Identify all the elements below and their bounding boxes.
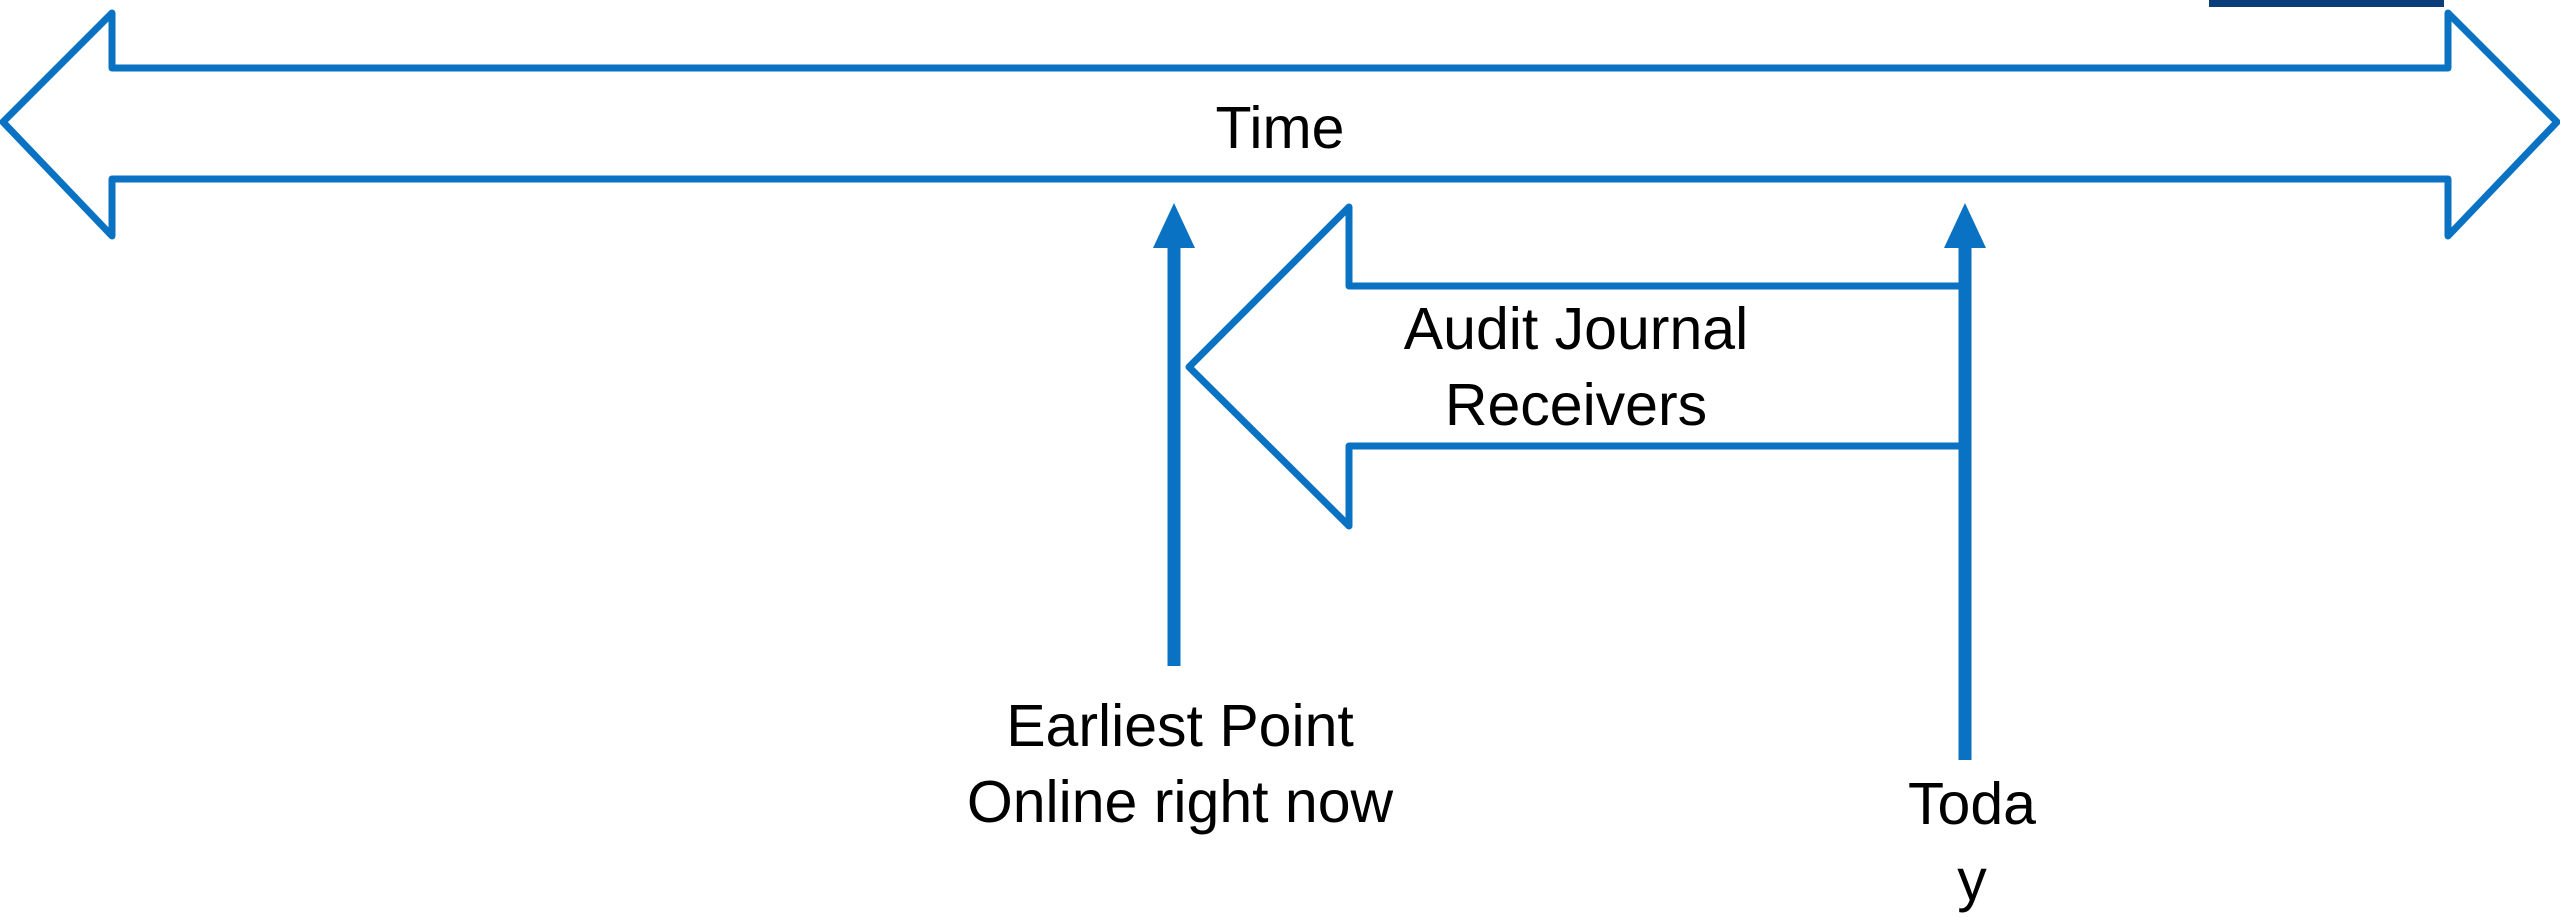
corner-image-edge bbox=[2209, 0, 2444, 7]
audit-label-line-1: Audit Journal bbox=[1403, 296, 1749, 362]
earliest-point-label: Earliest Point Online right now bbox=[880, 688, 1480, 840]
earliest-label-line-1: Earliest Point bbox=[1006, 693, 1354, 759]
today-label-line-2: y bbox=[1957, 847, 1987, 913]
time-label: Time bbox=[1080, 90, 1480, 166]
earliest-point-arrowhead bbox=[1153, 203, 1195, 248]
earliest-label-line-2: Online right now bbox=[966, 769, 1394, 835]
today-label-line-1: Toda bbox=[1908, 771, 2036, 837]
today-label: Toda y bbox=[1822, 766, 2122, 918]
audit-journal-receivers-label: Audit Journal Receivers bbox=[1276, 291, 1876, 443]
time-label-text: Time bbox=[1215, 95, 1345, 161]
audit-label-line-2: Receivers bbox=[1444, 372, 1708, 438]
today-arrowhead bbox=[1944, 203, 1986, 248]
time-double-arrow bbox=[0, 9, 2560, 240]
